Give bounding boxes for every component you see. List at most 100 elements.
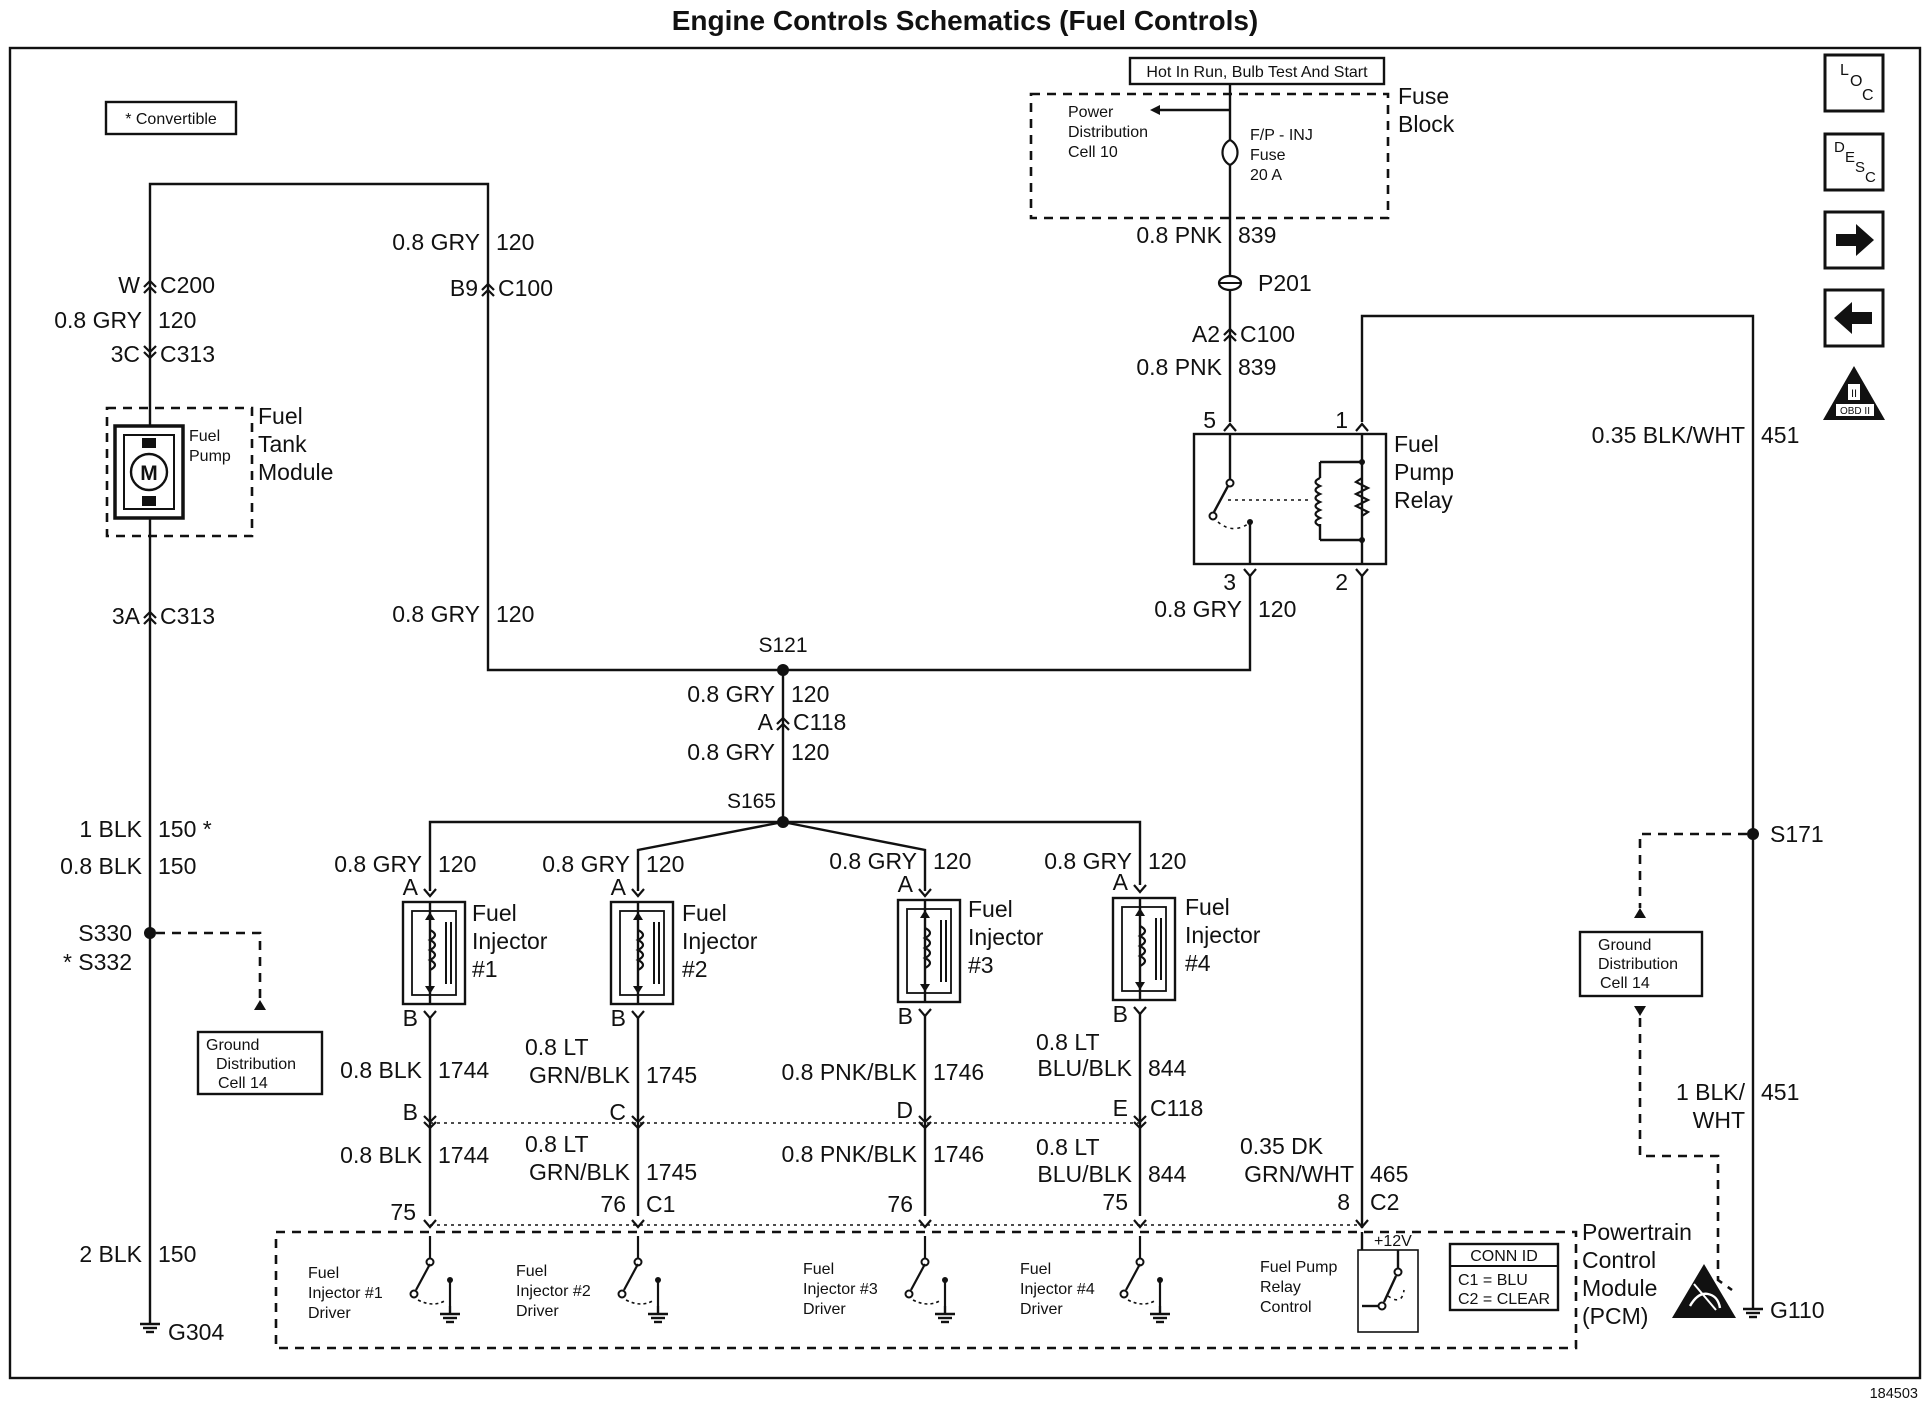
svg-text:0.8 GRY: 0.8 GRY bbox=[334, 851, 422, 877]
svg-text:A: A bbox=[758, 709, 774, 735]
svg-text:C313: C313 bbox=[160, 341, 215, 367]
svg-text:120: 120 bbox=[646, 851, 684, 877]
svg-text:75: 75 bbox=[1102, 1189, 1128, 1215]
svg-text:Distribution: Distribution bbox=[216, 1056, 296, 1073]
svg-text:Injector: Injector bbox=[968, 924, 1044, 950]
svg-text:WHT: WHT bbox=[1693, 1107, 1745, 1133]
svg-text:Fuel: Fuel bbox=[682, 900, 727, 926]
svg-text:3C: 3C bbox=[111, 341, 140, 367]
svg-text:II: II bbox=[1851, 388, 1857, 400]
loc-button[interactable]: L O C bbox=[1823, 53, 1885, 113]
svg-text:Distribution: Distribution bbox=[1598, 956, 1678, 973]
svg-text:D: D bbox=[896, 1097, 913, 1123]
fuel-pump-relay: 5 1 3 2 Fuel Pump Relay bbox=[1192, 407, 1454, 595]
svg-text:* S332: * S332 bbox=[63, 949, 132, 975]
svg-text:0.8 GRY: 0.8 GRY bbox=[687, 681, 775, 707]
svg-text:1746: 1746 bbox=[933, 1141, 984, 1167]
svg-text:0.8 GRY: 0.8 GRY bbox=[829, 848, 917, 874]
svg-text:(PCM): (PCM) bbox=[1582, 1303, 1648, 1329]
svg-text:839: 839 bbox=[1238, 354, 1276, 380]
svg-text:Cell 14: Cell 14 bbox=[1600, 975, 1650, 992]
svg-text:Injector: Injector bbox=[682, 928, 758, 954]
svg-text:451: 451 bbox=[1761, 1079, 1799, 1105]
powertrain-control-module: Fuel Injector #1 Driver Fuel Injector #2… bbox=[274, 1219, 1736, 1350]
diagram-border bbox=[8, 46, 1922, 1380]
svg-text:P201: P201 bbox=[1258, 270, 1312, 296]
svg-text:A: A bbox=[611, 874, 627, 900]
svg-text:Driver: Driver bbox=[516, 1303, 559, 1320]
s330-splice: S330 * S332 bbox=[63, 920, 156, 975]
g110-ground: G110 bbox=[1741, 1297, 1825, 1323]
svg-text:A2: A2 bbox=[1192, 321, 1220, 347]
svg-text:L: L bbox=[1840, 62, 1849, 79]
svg-text:76: 76 bbox=[600, 1191, 626, 1217]
svg-text:0.8 GRY: 0.8 GRY bbox=[392, 229, 480, 255]
svg-text:0.8 BLK: 0.8 BLK bbox=[340, 1142, 422, 1168]
svg-text:0.8 PNK: 0.8 PNK bbox=[1136, 222, 1222, 248]
svg-text:BLU/BLK: BLU/BLK bbox=[1037, 1055, 1132, 1081]
svg-text:1 BLK/: 1 BLK/ bbox=[1676, 1079, 1746, 1105]
svg-text:120: 120 bbox=[1258, 596, 1296, 622]
svg-text:#4: #4 bbox=[1185, 950, 1211, 976]
prev-arrow-button[interactable] bbox=[1823, 288, 1885, 348]
svg-text:B: B bbox=[403, 1005, 418, 1031]
svg-text:0.8 GRY: 0.8 GRY bbox=[1154, 596, 1242, 622]
svg-text:150 *: 150 * bbox=[158, 816, 212, 842]
fuel-injector-1: 0.8 GRY 120 A B Fuel Injector #1 bbox=[334, 851, 548, 1031]
convertible-note: * Convertible bbox=[104, 100, 238, 136]
svg-text:0.8 BLK: 0.8 BLK bbox=[60, 853, 142, 879]
svg-text:Fuel: Fuel bbox=[803, 1261, 834, 1278]
svg-text:0.8 GRY: 0.8 GRY bbox=[542, 851, 630, 877]
svg-text:844: 844 bbox=[1148, 1161, 1187, 1187]
svg-text:BLU/BLK: BLU/BLK bbox=[1037, 1161, 1132, 1187]
svg-text:1: 1 bbox=[1335, 407, 1348, 433]
svg-text:8: 8 bbox=[1337, 1189, 1350, 1215]
svg-text:1746: 1746 bbox=[933, 1059, 984, 1085]
svg-text:S: S bbox=[1855, 159, 1865, 176]
fuel-injector-3: 0.8 GRY 120 A B Fuel Injector #3 bbox=[829, 848, 1044, 1029]
svg-text:20 A: 20 A bbox=[1250, 167, 1282, 184]
svg-text:Fuel: Fuel bbox=[308, 1265, 339, 1282]
svg-text:GRN/WHT: GRN/WHT bbox=[1244, 1161, 1354, 1187]
svg-text:0.8 GRY: 0.8 GRY bbox=[54, 307, 142, 333]
svg-text:G110: G110 bbox=[1770, 1297, 1825, 1323]
next-arrow-button[interactable] bbox=[1823, 210, 1885, 270]
svg-text:2 BLK: 2 BLK bbox=[79, 1241, 142, 1267]
svg-text:Injector: Injector bbox=[472, 928, 548, 954]
svg-text:Ground: Ground bbox=[206, 1037, 259, 1054]
svg-text:Distribution: Distribution bbox=[1068, 124, 1148, 141]
svg-text:Injector: Injector bbox=[1185, 922, 1261, 948]
svg-text:150: 150 bbox=[158, 853, 196, 879]
svg-text:C118: C118 bbox=[1150, 1095, 1203, 1121]
esd-warning-icon bbox=[1672, 1264, 1736, 1318]
ground-distribution-right: Ground Distribution Cell 14 bbox=[1578, 930, 1704, 998]
svg-text:B9: B9 bbox=[450, 275, 478, 301]
svg-text:#3: #3 bbox=[968, 952, 994, 978]
svg-text:0.8 PNK: 0.8 PNK bbox=[1136, 354, 1222, 380]
svg-text:3A: 3A bbox=[112, 603, 141, 629]
svg-text:0.8 PNK/BLK: 0.8 PNK/BLK bbox=[781, 1059, 917, 1085]
svg-text:E: E bbox=[1113, 1095, 1128, 1121]
fuel-tank-module: M Fuel Pump Fuel Tank Module bbox=[105, 403, 333, 538]
svg-text:2: 2 bbox=[1335, 569, 1348, 595]
desc-button[interactable]: D E S C bbox=[1823, 132, 1885, 192]
svg-text:3: 3 bbox=[1223, 569, 1236, 595]
svg-text:C118: C118 bbox=[793, 709, 846, 735]
svg-text:120: 120 bbox=[1148, 848, 1186, 874]
svg-text:S171: S171 bbox=[1770, 821, 1824, 847]
svg-text:Fuel Pump: Fuel Pump bbox=[1260, 1259, 1337, 1276]
svg-text:Control: Control bbox=[1260, 1299, 1312, 1316]
svg-text:Ground: Ground bbox=[1598, 937, 1651, 954]
svg-text:S165: S165 bbox=[727, 790, 776, 813]
svg-text:F/P - INJ: F/P - INJ bbox=[1250, 127, 1313, 144]
svg-text:Relay: Relay bbox=[1394, 487, 1453, 513]
svg-text:A: A bbox=[403, 874, 419, 900]
svg-text:C100: C100 bbox=[1240, 321, 1295, 347]
svg-text:C: C bbox=[609, 1099, 626, 1125]
svg-text:0.8 GRY: 0.8 GRY bbox=[1044, 848, 1132, 874]
fuse-block: Hot In Run, Bulb Test And Start Fuse Blo… bbox=[1029, 56, 1455, 220]
svg-text:Fuel: Fuel bbox=[258, 403, 303, 429]
svg-text:Module: Module bbox=[258, 459, 333, 485]
svg-text:C200: C200 bbox=[160, 272, 215, 298]
g304-ground: G304 bbox=[138, 1314, 224, 1345]
